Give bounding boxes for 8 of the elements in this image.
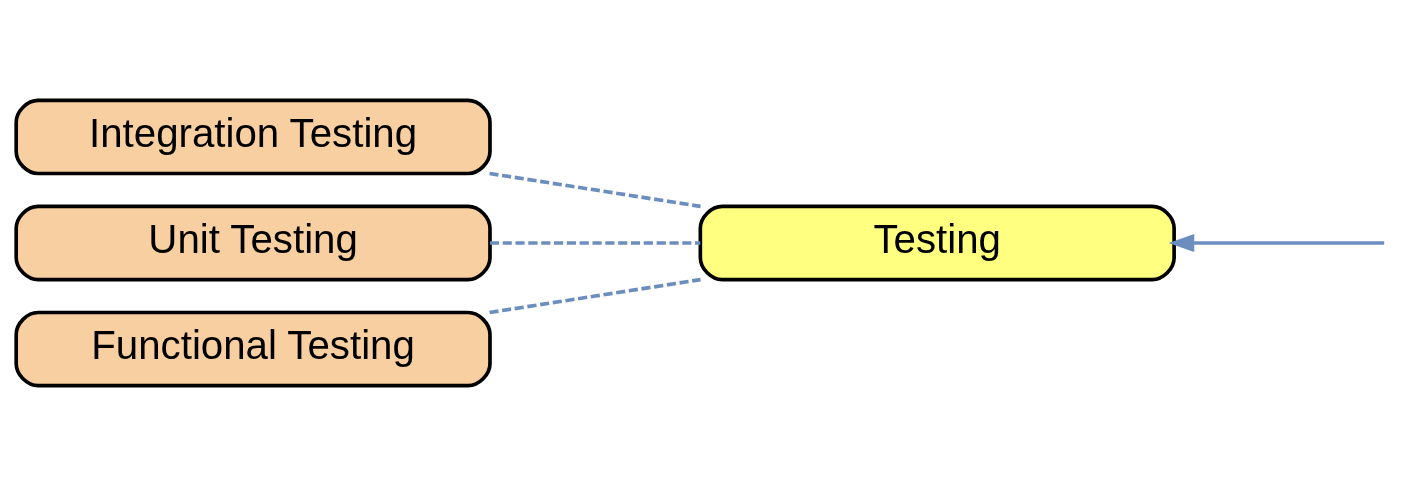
connector: [490, 241, 701, 245]
node-box: Functional Testing: [14, 310, 492, 388]
connector: [489, 277, 701, 315]
node-box: Unit Testing: [14, 204, 492, 282]
node-box: Testing: [698, 204, 1176, 282]
node-box: Integration Testing: [14, 98, 492, 176]
connector: [489, 171, 701, 209]
arrow: [1168, 234, 1385, 252]
